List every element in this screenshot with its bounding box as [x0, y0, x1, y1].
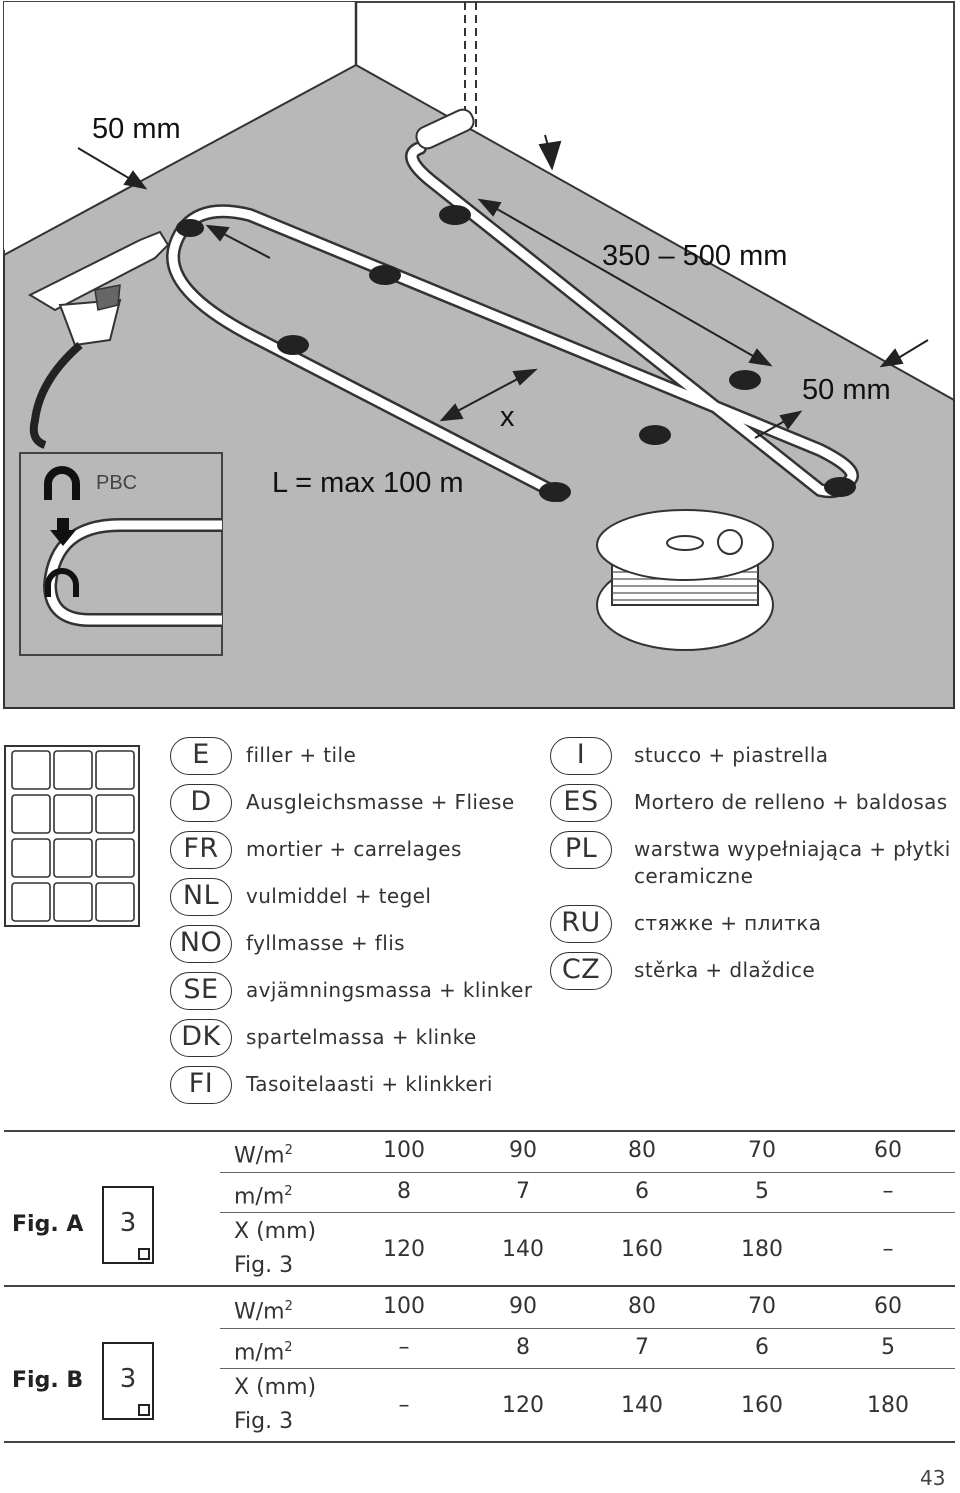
- fig-a-row0-cell1: 90: [509, 1138, 537, 1163]
- lang-code-ru: RU: [550, 905, 612, 943]
- lang-text-fr: mortier + carrelages: [246, 837, 462, 861]
- fig-a-row1-cell3: 5: [755, 1179, 769, 1204]
- fig-a-row0-cell2: 80: [628, 1138, 656, 1163]
- lang-text-no: fyllmasse + flis: [246, 931, 405, 955]
- lang-code-nl: NL: [170, 878, 232, 916]
- inset-label: PBC: [96, 472, 137, 494]
- lang-text-e: filler + tile: [246, 743, 357, 767]
- fig-b-row0-cell0: 100: [383, 1294, 425, 1319]
- fig-b-page-icon: 3: [102, 1342, 154, 1420]
- cable-spool-icon: [596, 509, 774, 651]
- fig-a-row0-cell0: 100: [383, 1138, 425, 1163]
- fig-b-row0-head-text: W/m: [234, 1299, 285, 1325]
- fig-a-page-icon: 3: [102, 1186, 154, 1264]
- lang-text-dk: spartelmassa + klinke: [246, 1025, 477, 1049]
- fig-a-row2-cell4: –: [882, 1237, 894, 1262]
- fig-b-row2-cell4: 180: [867, 1393, 909, 1418]
- lang-code-pl: PL: [550, 831, 612, 869]
- lang-text-pl: warstwa wypełniająca + płytki: [634, 837, 951, 861]
- fig-b-row0-cell2: 80: [628, 1294, 656, 1319]
- fig-a-row1-cell2: 6: [635, 1179, 649, 1204]
- fig-b-row2-cell2: 140: [621, 1393, 663, 1418]
- arrow-down-icon: [50, 518, 76, 546]
- fig-b-row1-head-text: m/m: [234, 1340, 285, 1366]
- fig-b-row1-cell0: –: [398, 1335, 410, 1360]
- dim-right: 50 mm: [802, 374, 891, 406]
- lang-text-i: stucco + piastrella: [634, 743, 829, 767]
- lang-code-fi: FI: [170, 1066, 232, 1104]
- fig-b-row1-cell1: 8: [516, 1335, 530, 1360]
- lang-code-no: NO: [170, 925, 232, 963]
- dim-top-left: 50 mm: [92, 113, 181, 145]
- fig-a-row0-head-text: W/m: [234, 1143, 285, 1169]
- fig-b-label: Fig. B: [12, 1368, 84, 1393]
- lang-code-e: E: [170, 737, 232, 775]
- fig-a-row0-head-sup: 2: [284, 1143, 293, 1158]
- fig-b-row1-cell2: 7: [635, 1335, 649, 1360]
- fig-b-row0-cell1: 90: [509, 1294, 537, 1319]
- glue-gun-icon: [27, 230, 170, 449]
- fig-b-row1-cell3: 6: [755, 1335, 769, 1360]
- fig-a-row1-cell1: 7: [516, 1179, 530, 1204]
- fig-a-row2-cell2: 160: [621, 1237, 663, 1262]
- fig-b-row0-cell3: 70: [748, 1294, 776, 1319]
- fig-a-row1-cell4: –: [882, 1179, 894, 1204]
- fig-b-row2-head: X (mm): [234, 1374, 316, 1402]
- glue-dots: [176, 205, 856, 502]
- fig-a-row1-head: m/m2: [234, 1178, 293, 1211]
- fig-b-page-ref: 3: [119, 1364, 137, 1394]
- fig-b-row2-head-text: X (mm): [234, 1375, 317, 1400]
- page-number: 43: [920, 1466, 946, 1490]
- fig-a-row2-head: X (mm): [234, 1218, 316, 1246]
- lang-code-d: D: [170, 784, 232, 822]
- clip-icon: [44, 466, 80, 500]
- lang-code-dk: DK: [170, 1019, 232, 1057]
- fig-b-row2-cell1: 120: [502, 1393, 544, 1418]
- fig-b-row2-cell3: 160: [741, 1393, 783, 1418]
- lang-code-se: SE: [170, 972, 232, 1010]
- fig-a-row1-head-text: m/m: [234, 1184, 285, 1210]
- fig-a-row0-cell3: 70: [748, 1138, 776, 1163]
- fig-a-row1-cell0: 8: [397, 1179, 411, 1204]
- installation-illustration: 50 mm 350 – 500 mm 50 mm x L = max 100 m…: [3, 1, 955, 709]
- fig-b-row1-cell4: 5: [881, 1335, 895, 1360]
- length-label: L = max 100 m: [272, 467, 464, 499]
- fig-b-row2-head2: Fig. 3: [234, 1409, 294, 1434]
- fig-a-row2-cell3: 180: [741, 1237, 783, 1262]
- fig-a-page-ref: 3: [119, 1208, 137, 1238]
- fig-a-row0-head: W/m2: [234, 1137, 293, 1170]
- fig-b-row0-head-sup: 2: [284, 1299, 293, 1314]
- fig-a-label: Fig. A: [12, 1212, 84, 1237]
- fig-a-row2-cell1: 140: [502, 1237, 544, 1262]
- fig-a-row2-cell0: 120: [383, 1237, 425, 1262]
- fig-b-row1-head: m/m2: [234, 1334, 293, 1367]
- tile-grid-icon: [4, 745, 140, 927]
- lang-text2-pl: ceramiczne: [634, 864, 754, 888]
- lang-code-fr: FR: [170, 831, 232, 869]
- fig-b-row0-cell4: 60: [874, 1294, 902, 1319]
- fig-a-row2-head2: Fig. 3: [234, 1253, 294, 1278]
- fig-a-row0-cell4: 60: [874, 1138, 902, 1163]
- dim-spacing: 350 – 500 mm: [602, 240, 787, 272]
- lang-text-ru: стяжке + плитка: [634, 911, 822, 935]
- fig-b-row2-cell0: –: [398, 1393, 410, 1418]
- lang-code-i: I: [550, 737, 612, 775]
- fig-a-row2-head-text: X (mm): [234, 1219, 317, 1244]
- lang-text-es: Mortero de relleno + baldosas: [634, 790, 948, 814]
- fig-b-row0-head: W/m2: [234, 1293, 293, 1326]
- lang-text-cz: stěrka + dlaždice: [634, 958, 816, 982]
- lang-text-se: avjämningsmassa + klinker: [246, 978, 533, 1002]
- fig-b-row1-head-sup: 2: [284, 1340, 293, 1355]
- lang-text-nl: vulmiddel + tegel: [246, 884, 432, 908]
- dim-x: x: [500, 401, 515, 433]
- fig-a-row1-head-sup: 2: [284, 1184, 293, 1199]
- lang-code-es: ES: [550, 784, 612, 822]
- lang-text-d: Ausgleichsmasse + Fliese: [246, 790, 515, 814]
- lang-code-cz: CZ: [550, 952, 612, 990]
- lang-text-fi: Tasoitelaasti + klinkkeri: [246, 1072, 493, 1096]
